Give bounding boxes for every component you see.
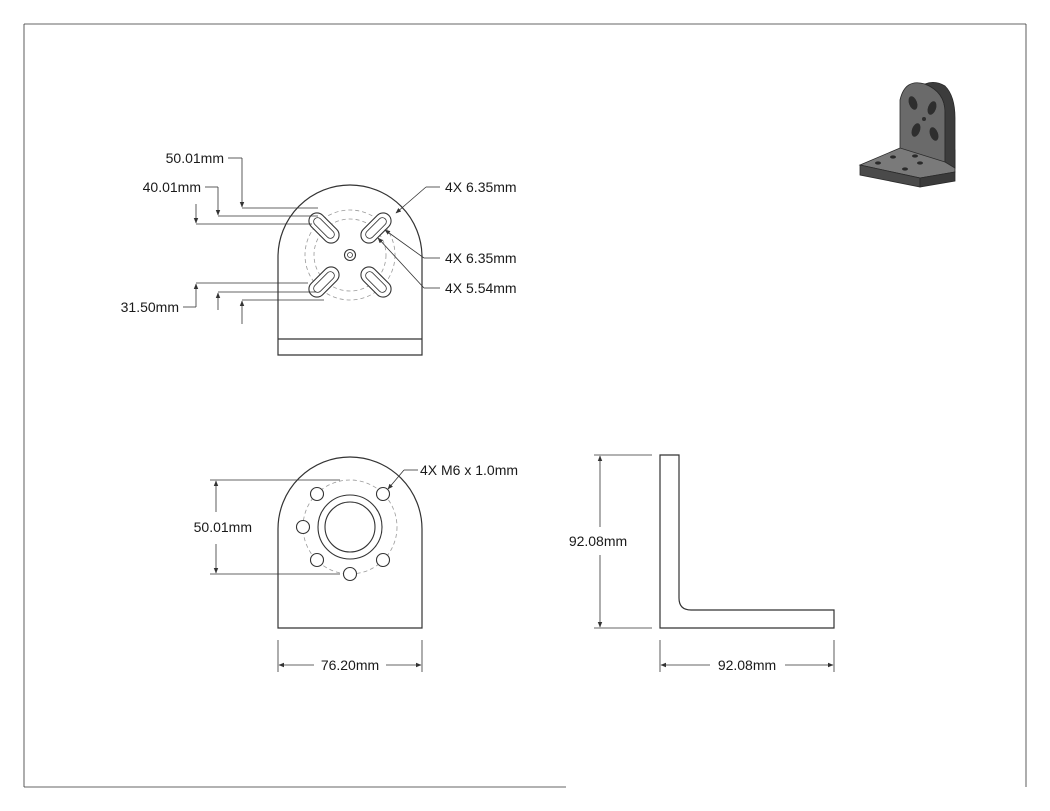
callout-label-slot-3: 4X 5.54mm (445, 280, 517, 296)
slot-bottom-left (308, 266, 340, 298)
iso-upright-edge (923, 82, 956, 169)
iso-base-side (919, 171, 956, 188)
iso-center-hole (922, 117, 926, 121)
thread-hole (309, 486, 325, 502)
callout-label-thread: 4X M6 x 1.0mm (420, 462, 518, 478)
sheet-border (23, 23, 1027, 788)
dim-label-92-08-vertical: 92.08mm (569, 533, 627, 549)
thread-hole (375, 486, 391, 502)
iso-base-hole (902, 167, 908, 171)
dim-label-40-01: 40.01mm (143, 179, 201, 195)
iso-slot (911, 123, 921, 137)
slot-top-left (308, 212, 340, 244)
iso-upright-face (899, 82, 946, 163)
side-view: 92.08mm 92.08mm (569, 454, 835, 673)
iso-slot (929, 127, 939, 141)
dim-label-92-08-horizontal: 92.08mm (718, 657, 776, 673)
iso-slot (908, 96, 918, 110)
thread-hole (309, 552, 325, 568)
center-hole (343, 248, 357, 262)
dim-label-50-01-front: 50.01mm (194, 519, 252, 535)
slot-top-right (360, 212, 392, 244)
top-view: 50.01mm 40.01mm 31.50mm 4X 6.35mm 4X 6.3… (121, 150, 517, 356)
mount-hole (342, 566, 358, 582)
thread-hole (375, 552, 391, 568)
callout-label-slot-2: 4X 6.35mm (445, 250, 517, 266)
top-view-outline (277, 184, 423, 356)
dim-label-50-01-top: 50.01mm (166, 150, 224, 166)
dim-label-76-20: 76.20mm (321, 657, 379, 673)
center-bore-inner (324, 501, 376, 553)
iso-base-hole (917, 161, 923, 165)
hidden-circle-inner (313, 218, 387, 292)
side-view-profile (659, 454, 835, 629)
mount-hole (295, 519, 311, 535)
iso-base-hole (890, 155, 896, 159)
callout-label-slot-1: 4X 6.35mm (445, 179, 517, 195)
center-hole-inner (347, 252, 353, 258)
iso-slot (927, 101, 937, 115)
iso-base-hole (875, 161, 881, 165)
front-view: 50.01mm 4X M6 x 1.0mm 76.20mm (194, 456, 518, 673)
dim-label-31-50: 31.50mm (121, 299, 179, 315)
iso-base-hole (912, 154, 918, 158)
isometric-view (858, 82, 956, 188)
hidden-circle-outer (304, 209, 396, 301)
